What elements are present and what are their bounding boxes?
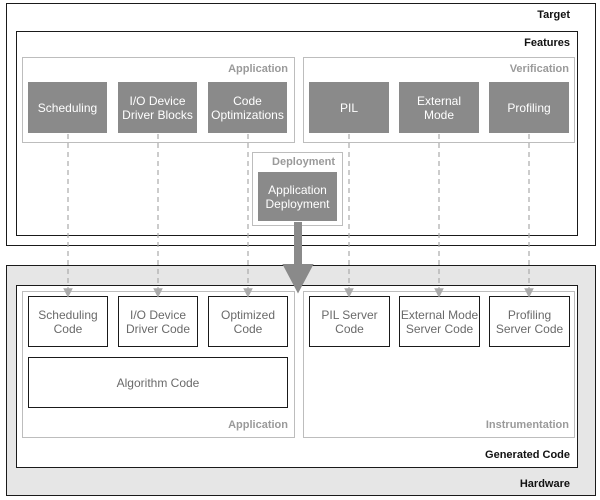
profiling-server-code-box[interactable]: Profiling Server Code <box>489 296 570 347</box>
io-device-driver-blocks-feature-box[interactable]: I/O Device Driver Blocks <box>118 82 197 133</box>
application-features-title: Application <box>228 63 288 75</box>
deployment-arrow <box>282 222 314 294</box>
scheduling-feature-box[interactable]: Scheduling <box>28 82 107 133</box>
hardware-title: Hardware <box>519 478 570 490</box>
deployment-title: Deployment <box>272 156 335 168</box>
features-title: Features <box>524 37 570 49</box>
algorithm-code-box[interactable]: Algorithm Code <box>28 357 288 408</box>
io-device-driver-code-box[interactable]: I/O Device Driver Code <box>118 296 198 347</box>
verification-features-title: Verification <box>509 63 569 75</box>
generated-code-title: Generated Code <box>485 449 570 461</box>
external-mode-feature-box[interactable]: External Mode <box>399 82 479 133</box>
target-title: Target <box>537 9 570 21</box>
code-optimizations-feature-box[interactable]: Code Optimizations <box>208 82 287 133</box>
pil-feature-box[interactable]: PIL <box>309 82 389 133</box>
scheduling-code-box[interactable]: Scheduling Code <box>28 296 108 347</box>
application-deployment-feature-box[interactable]: Application Deployment <box>258 172 337 221</box>
profiling-feature-box[interactable]: Profiling <box>489 82 569 133</box>
application-code-title: Application <box>228 419 288 431</box>
instrumentation-title: Instrumentation <box>485 419 569 431</box>
external-mode-server-code-box[interactable]: External Mode Server Code <box>399 296 480 347</box>
